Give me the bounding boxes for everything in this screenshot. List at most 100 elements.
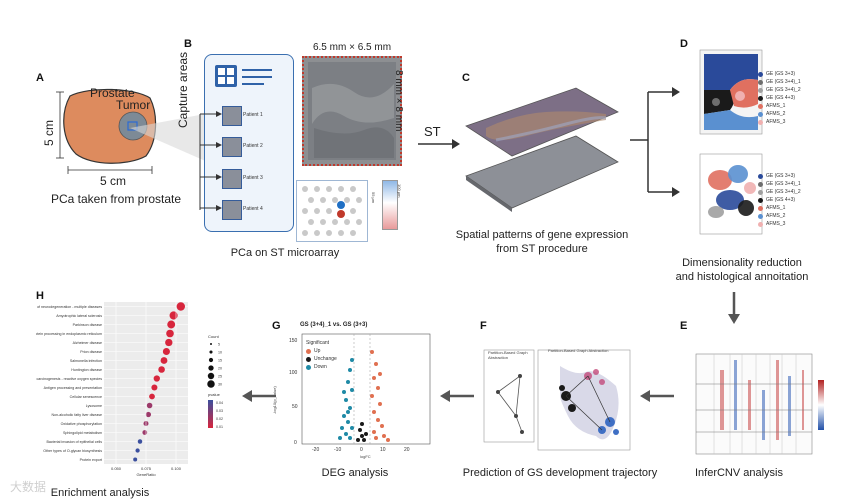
svg-text:-20: -20	[312, 447, 319, 453]
pvalue-legend-label: 0.02	[216, 417, 223, 421]
svg-text:20: 20	[404, 447, 410, 453]
panel-f-letter: F	[480, 320, 487, 332]
panel-d-caption-2: and histological annoitation	[675, 271, 809, 283]
enrichment-term-label: Lysosome	[86, 404, 102, 408]
paga-right-title: Partition-Based Graph Abstraction	[548, 348, 609, 353]
enrichment-term-label: Salmonella infection	[70, 359, 102, 363]
umap-legend-item: AFMS_1	[758, 204, 801, 212]
umap-legend-label: AFMS_3	[766, 221, 786, 227]
umap-legend-item: GE (GS 4+3)	[758, 196, 801, 204]
capture-size-side-label: 8 mm × 8 mm	[393, 70, 404, 132]
dimension-horizontal-label: 5 cm	[100, 174, 127, 188]
enrichment-dot	[145, 411, 152, 418]
enrichment-term-label: Oxidative phosphorylation	[61, 422, 102, 426]
enrichment-dot	[167, 320, 176, 329]
st-arrow	[418, 139, 460, 149]
count-legend-label: 30	[218, 383, 222, 387]
spatial-legend-label: AFMS_1	[766, 103, 786, 109]
count-legend-dot	[210, 343, 212, 345]
umap-legend-swatch	[758, 181, 763, 187]
umap-legend-label: GE (GS 4+3)	[766, 197, 796, 203]
umap-legend-swatch	[758, 205, 763, 211]
spatial-legend-swatch	[758, 87, 763, 93]
spatial-legend-swatch	[758, 79, 763, 85]
patient-3-label: Patient 3	[243, 175, 263, 181]
enrichment-dot	[146, 402, 153, 409]
panel-g-letter: G	[272, 320, 281, 332]
spot-distance-label: 100 μm	[397, 184, 402, 198]
enrichment-term-label: Huntington disease	[71, 368, 102, 372]
enrichment-dot	[135, 448, 140, 453]
watermark: 大数据	[10, 480, 47, 494]
spatial-legend-item: GE (GS 3+3)	[758, 70, 801, 78]
umap-legend-swatch	[758, 221, 763, 227]
volcano-legend-swatch	[306, 364, 311, 370]
split-arrows	[630, 87, 680, 197]
enrichment-term-label: Pathways of neurodegeneration - multiple…	[36, 305, 102, 309]
umap-legend-swatch	[758, 189, 763, 195]
volcano-legend-item: Unchange	[306, 355, 337, 363]
enrichment-dot	[158, 366, 165, 373]
prostate-label: Prostate	[90, 86, 135, 100]
panel-d-caption-1: Dimensionality reduction	[682, 257, 802, 269]
umap-legend-item: GE (GS 3+4)_1	[758, 180, 801, 188]
spatial-legend-label: GE (GS 3+3)	[766, 71, 796, 77]
arrow-f-g	[440, 390, 474, 402]
panel-a-caption: PCa taken from prostate	[50, 192, 182, 206]
pvalue-legend-label: 0.03	[216, 409, 223, 413]
capture-areas-label: Capture areas	[176, 51, 190, 128]
slide-label-icon	[214, 64, 274, 90]
volcano-title: GS (3+4)_1 vs. GS (3+3)	[300, 322, 368, 328]
enrichment-term-label: Antigen processing and presentation	[44, 386, 102, 390]
paga-left-title: Partition-Based Graph Abstraction	[488, 350, 528, 360]
patient-4-label: Patient 4	[243, 206, 263, 212]
enrichment-dot	[153, 375, 160, 382]
enrichment-x-tick: 0.100	[171, 466, 182, 471]
count-legend-title: Count	[208, 334, 220, 339]
count-legend-dot	[209, 350, 213, 354]
capture-area-1	[222, 106, 242, 126]
umap-legend-item: AFMS_3	[758, 220, 801, 228]
st-arrow-label: ST	[424, 124, 441, 139]
enrichment-term-label: Bacterial invasion of epithelial cells	[46, 440, 102, 444]
enrichment-x-tick: 0.075	[141, 466, 152, 471]
enrichment-term-label: Sphingolipid metabolism	[63, 431, 102, 435]
umap-legend-label: GE (GS 3+4)_2	[766, 189, 801, 195]
spatial-legend-swatch	[758, 111, 763, 117]
enrichment-dot	[162, 347, 170, 356]
dimension-vertical-label: 5 cm	[42, 119, 56, 146]
pvalue-colorbar	[208, 400, 213, 428]
volcano-xlabel: logFC	[360, 454, 371, 459]
panel-e-caption: InferCNV analysis	[694, 467, 784, 479]
spatial-legend-swatch	[758, 71, 763, 77]
spot-diameter-label: 55 μm	[371, 192, 376, 204]
capture-area-4	[222, 200, 242, 220]
pvalue-legend-label: 0.01	[216, 425, 223, 429]
volcano-legend-label: Up	[314, 348, 321, 354]
enrichment-xlabel: GeneRatio	[136, 472, 156, 477]
enrichment-term-label: Chemical carcinogenesis - reactive oxyge…	[36, 377, 102, 381]
patient-1-label: Patient 1	[243, 112, 263, 118]
zoom-lines-a-b	[130, 110, 226, 170]
enrichment-dot	[149, 393, 155, 400]
panel-b-letter: B	[184, 38, 192, 50]
paga-graph	[483, 349, 631, 451]
umap-legend-label: GE (GS 3+4)_1	[766, 181, 801, 187]
umap-legend-swatch	[758, 197, 763, 203]
capture-size-label: 6.5 mm × 6.5 mm	[312, 42, 392, 53]
enrichment-dot	[160, 357, 168, 364]
arrow-g-h	[242, 390, 276, 402]
panel-d-letter: D	[680, 38, 688, 50]
svg-text:100: 100	[289, 370, 298, 376]
enrichment-dot	[169, 311, 178, 320]
spatial-legend-label: AFMS_3	[766, 119, 786, 125]
enrichment-term-label: Protein processing in endoplasmic reticu…	[36, 332, 102, 336]
svg-text:10: 10	[380, 447, 386, 453]
panel-c-caption-1: Spatial patterns of gene expression	[455, 229, 629, 241]
count-legend-label: 25	[218, 375, 222, 379]
enrichment-dot	[165, 338, 173, 347]
enrichment-term-label: Protein export	[80, 458, 102, 462]
